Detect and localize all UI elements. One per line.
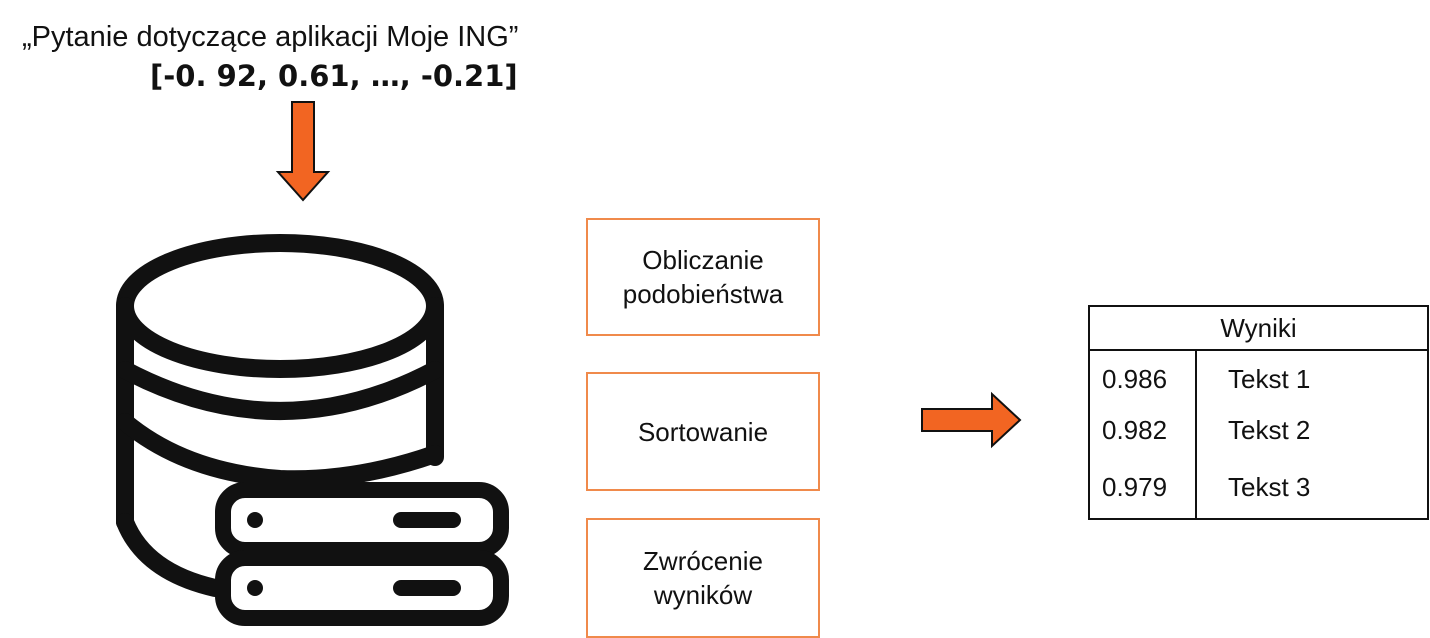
result-score: 0.979 [1102, 472, 1168, 502]
database-icon [116, 234, 444, 597]
step-label: wyników [653, 580, 753, 610]
results-table: Wyniki 0.986 Tekst 1 0.982 Tekst 2 0.979… [1088, 305, 1429, 520]
step-sorting-box: Sortowanie [586, 372, 820, 491]
step-similarity-box: Obliczanie podobieństwa [586, 218, 820, 336]
server-icon [215, 482, 509, 626]
result-text: Tekst 1 [1228, 364, 1311, 394]
step-label: Obliczanie [642, 245, 764, 275]
result-text: Tekst 2 [1228, 415, 1311, 445]
results-column-divider [1195, 351, 1197, 518]
query-text: „Pytanie dotyczące aplikacji Moje ING” [22, 21, 519, 53]
results-title: Wyniki [1090, 307, 1427, 351]
arrow-right-icon [921, 391, 1022, 449]
arrow-down-icon [275, 101, 331, 202]
step-label: podobieństwa [622, 279, 784, 309]
step-label: Zwrócenie [643, 546, 763, 576]
step-label: Sortowanie [637, 416, 769, 447]
result-text: Tekst 3 [1228, 472, 1311, 502]
result-score: 0.982 [1102, 415, 1168, 445]
result-score: 0.986 [1102, 364, 1168, 394]
query-vector: [-0. 92, 0.61, …, -0.21] [150, 59, 518, 93]
step-return-results-box: Zwrócenie wyników [586, 518, 820, 638]
